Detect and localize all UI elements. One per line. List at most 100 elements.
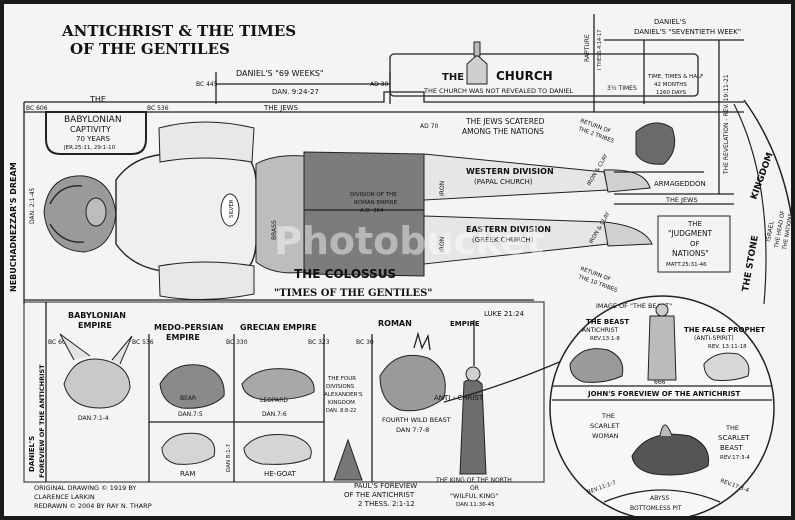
eastern-division: EASTERN DIVISION — [466, 225, 551, 234]
nebuchadnezzar-dream: NEBUCHADNEZZAR'S DREAM — [9, 162, 18, 292]
scarlet-woman-2: SCARLET — [590, 422, 619, 430]
abyss-arc — [603, 489, 721, 503]
diagram-canvas: ANTICHRIST & THE TIMES OF THE GENTILES D… — [4, 4, 791, 516]
revelation-label: THE REVELATION - REV. 19:11-21 — [723, 74, 730, 175]
the-beast-2: ANTICHRIST — [582, 327, 618, 334]
luke-ref: LUKE 21:24 — [484, 310, 525, 318]
scarlet-beast-1: THE — [725, 424, 739, 432]
scarlet-woman-1: THE — [601, 412, 615, 420]
babylonian-2: EMPIRE — [78, 321, 112, 330]
babylonian-1: BABYLONIAN — [68, 311, 126, 320]
seventieth-week: DANIEL'S "SEVENTIETH WEEK" — [634, 28, 741, 36]
antichrist-head — [465, 366, 481, 382]
judgment-1: THE — [687, 220, 702, 228]
four-div-3: ALEXANDER'S — [324, 392, 363, 398]
image-statue-head — [655, 303, 669, 317]
bear-label: BEAR — [180, 395, 196, 402]
four-div-1: THE FOUR — [327, 376, 356, 382]
kingdom-label: KINGDOM — [749, 151, 775, 201]
antichrist-to-john-line — [443, 359, 565, 403]
fourth-beast-1: FOURTH WILD BEAST — [382, 416, 451, 424]
ram-label: RAM — [180, 470, 195, 478]
israel-3: THE NATIONS — [782, 212, 791, 251]
bc330-label: BC 330 — [226, 339, 248, 346]
western-leg — [423, 153, 609, 201]
captivity-the: THE — [89, 95, 106, 104]
bc30-label: BC 30 — [356, 339, 374, 346]
colossus-label: THE COLOSSUS — [294, 267, 396, 281]
division-line-2: ROMAN EMPIRE — [354, 200, 398, 206]
head-hair — [49, 185, 85, 243]
title-line1: ANTICHRIST & THE TIMES — [61, 22, 296, 40]
nebuchadnezzar-ref: DAN. 2:1-45 — [29, 187, 36, 224]
fourth-beast — [379, 354, 446, 412]
half-times: 3½ TIMES — [607, 85, 637, 92]
four-div-4: KINGDOM — [328, 400, 355, 406]
bear-beast — [159, 364, 225, 409]
armageddon-mountain — [635, 122, 676, 165]
judgment-5: MATT.25:31-46 — [666, 262, 707, 268]
judgment-4: NATIONS" — [672, 249, 709, 258]
western-foot — [603, 169, 651, 193]
times-line-3: 1260 DAYS — [656, 90, 687, 96]
lamb-beast — [703, 352, 750, 381]
kingdom-inner-arc — [733, 103, 767, 305]
dan7-4: DAN.7:1-4 — [78, 415, 109, 422]
lion-wings — [59, 333, 133, 365]
credit-2: CLARENCE LARKIN — [34, 493, 95, 501]
king-north-1: THE KING OF THE NORTH — [435, 477, 512, 484]
bc536-label: BC 536 — [147, 105, 169, 112]
abyss-2: BOTTOMLESS PIT — [630, 505, 682, 512]
scarlet-beast-3: BEAST — [720, 444, 743, 452]
watermark: Photobucket — [274, 219, 544, 263]
scarlet-beast-2: SCARLET — [718, 434, 750, 442]
rapture-label: RAPTURE — [584, 34, 591, 62]
division-line-3: A.D. 364 — [360, 208, 384, 214]
dan7-5: DAN.7:5 — [178, 411, 203, 418]
division-line-1: DIVISION OF THE — [350, 192, 397, 198]
jews-band — [614, 193, 734, 205]
credit-3: REDRAWN © 2004 BY RAY N. THARP — [34, 502, 152, 510]
empires-frame — [23, 301, 545, 483]
bc445-label: BC 445 — [196, 81, 218, 88]
times-line-1: TIME, TIMES & HALF — [647, 74, 703, 80]
seventieth-week-title: DANIEL'S — [654, 18, 687, 26]
ad30-label: AD 30 — [370, 81, 388, 88]
times-line-2: 42 MONTHS — [654, 82, 687, 88]
judgment-3: OF — [690, 240, 700, 248]
scarlet-woman-figure — [659, 424, 673, 437]
the-stone-label: THE STONE — [741, 235, 761, 293]
volcano-icon — [333, 438, 363, 481]
western-division: WESTERN DIVISION — [466, 167, 554, 176]
leopard-label: LEOPARD — [260, 397, 288, 404]
colossus-lower-arm — [158, 261, 255, 301]
daniels-foreview: FOREVIEW OF THE ANTICHRIST — [38, 364, 46, 478]
silver-badge — [220, 193, 240, 227]
scarlet-woman-3: WOMAN — [592, 432, 619, 440]
kingdom-arc — [743, 99, 791, 219]
captivity-years: 70 YEARS — [76, 135, 110, 143]
the-jews-2: THE JEWS — [665, 196, 698, 204]
armageddon-label: ARMAGEDDON — [654, 180, 706, 188]
church-word: CHURCH — [496, 69, 553, 83]
ram-beast — [161, 432, 216, 465]
hegoat-beast — [243, 434, 312, 465]
captivity-word: CAPTIVITY — [70, 125, 111, 134]
iron-west-label: IRON — [439, 181, 446, 196]
false-prophet-2: (ANTI-SPIRIT) — [694, 335, 734, 342]
lion-beast — [63, 358, 131, 409]
judgment-2: "JUDGMENT — [668, 229, 713, 238]
king-north-2: OR — [470, 485, 479, 492]
iron-east-label: IRON — [439, 237, 446, 252]
silver-label: SILVER — [229, 199, 235, 218]
bc606-label: BC 606 — [26, 105, 48, 112]
church-tower-icon — [473, 41, 481, 57]
four-div-2: DIVISIONS — [326, 384, 355, 390]
pauls-2: OF THE ANTICHRIST — [344, 491, 415, 499]
brass-label: BRASS — [271, 220, 278, 240]
leopard-beast — [241, 368, 315, 401]
timeline-band-top — [24, 91, 744, 103]
the-jews-label: THE JEWS — [263, 104, 299, 112]
captivity-ref: JER.25:11, 29:1-10 — [63, 145, 116, 151]
captivity-box — [45, 111, 147, 155]
